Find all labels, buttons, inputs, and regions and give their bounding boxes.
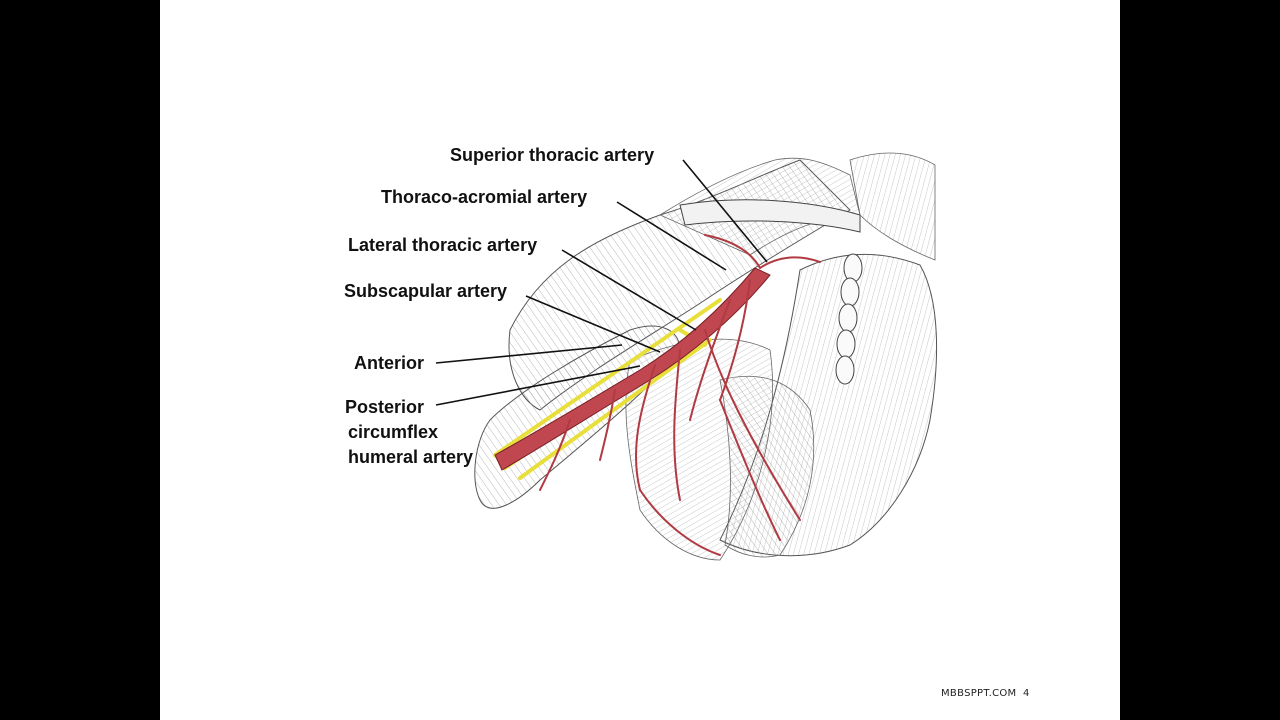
page-number: 4 — [1023, 688, 1030, 699]
label-posterior-line2: circumflex — [348, 422, 439, 442]
label-lateral-thoracic-artery: Lateral thoracic artery — [348, 235, 538, 255]
clavicle — [679, 199, 861, 233]
label-superior-thoracic-artery: Superior thoracic artery — [450, 145, 655, 165]
footer-source: MBBSPPT.COM — [941, 688, 1017, 699]
label-anterior: Anterior — [354, 353, 425, 373]
rib-segments — [835, 253, 863, 385]
slide: Superior thoracic artery Thoraco-acromia… — [160, 0, 1120, 720]
label-subscapular-artery: Subscapular artery — [344, 281, 508, 301]
artery-branches — [539, 234, 821, 556]
label-posterior-line1: Posterior — [345, 397, 425, 417]
neck-muscles — [849, 152, 936, 261]
leader-lines — [435, 159, 768, 406]
label-thoraco-acromial-artery: Thoraco-acromial artery — [381, 187, 588, 207]
shoulder-anatomy-illustration — [435, 152, 938, 561]
axillary-artery — [494, 267, 771, 471]
label-posterior-line3: humeral artery — [348, 447, 474, 467]
